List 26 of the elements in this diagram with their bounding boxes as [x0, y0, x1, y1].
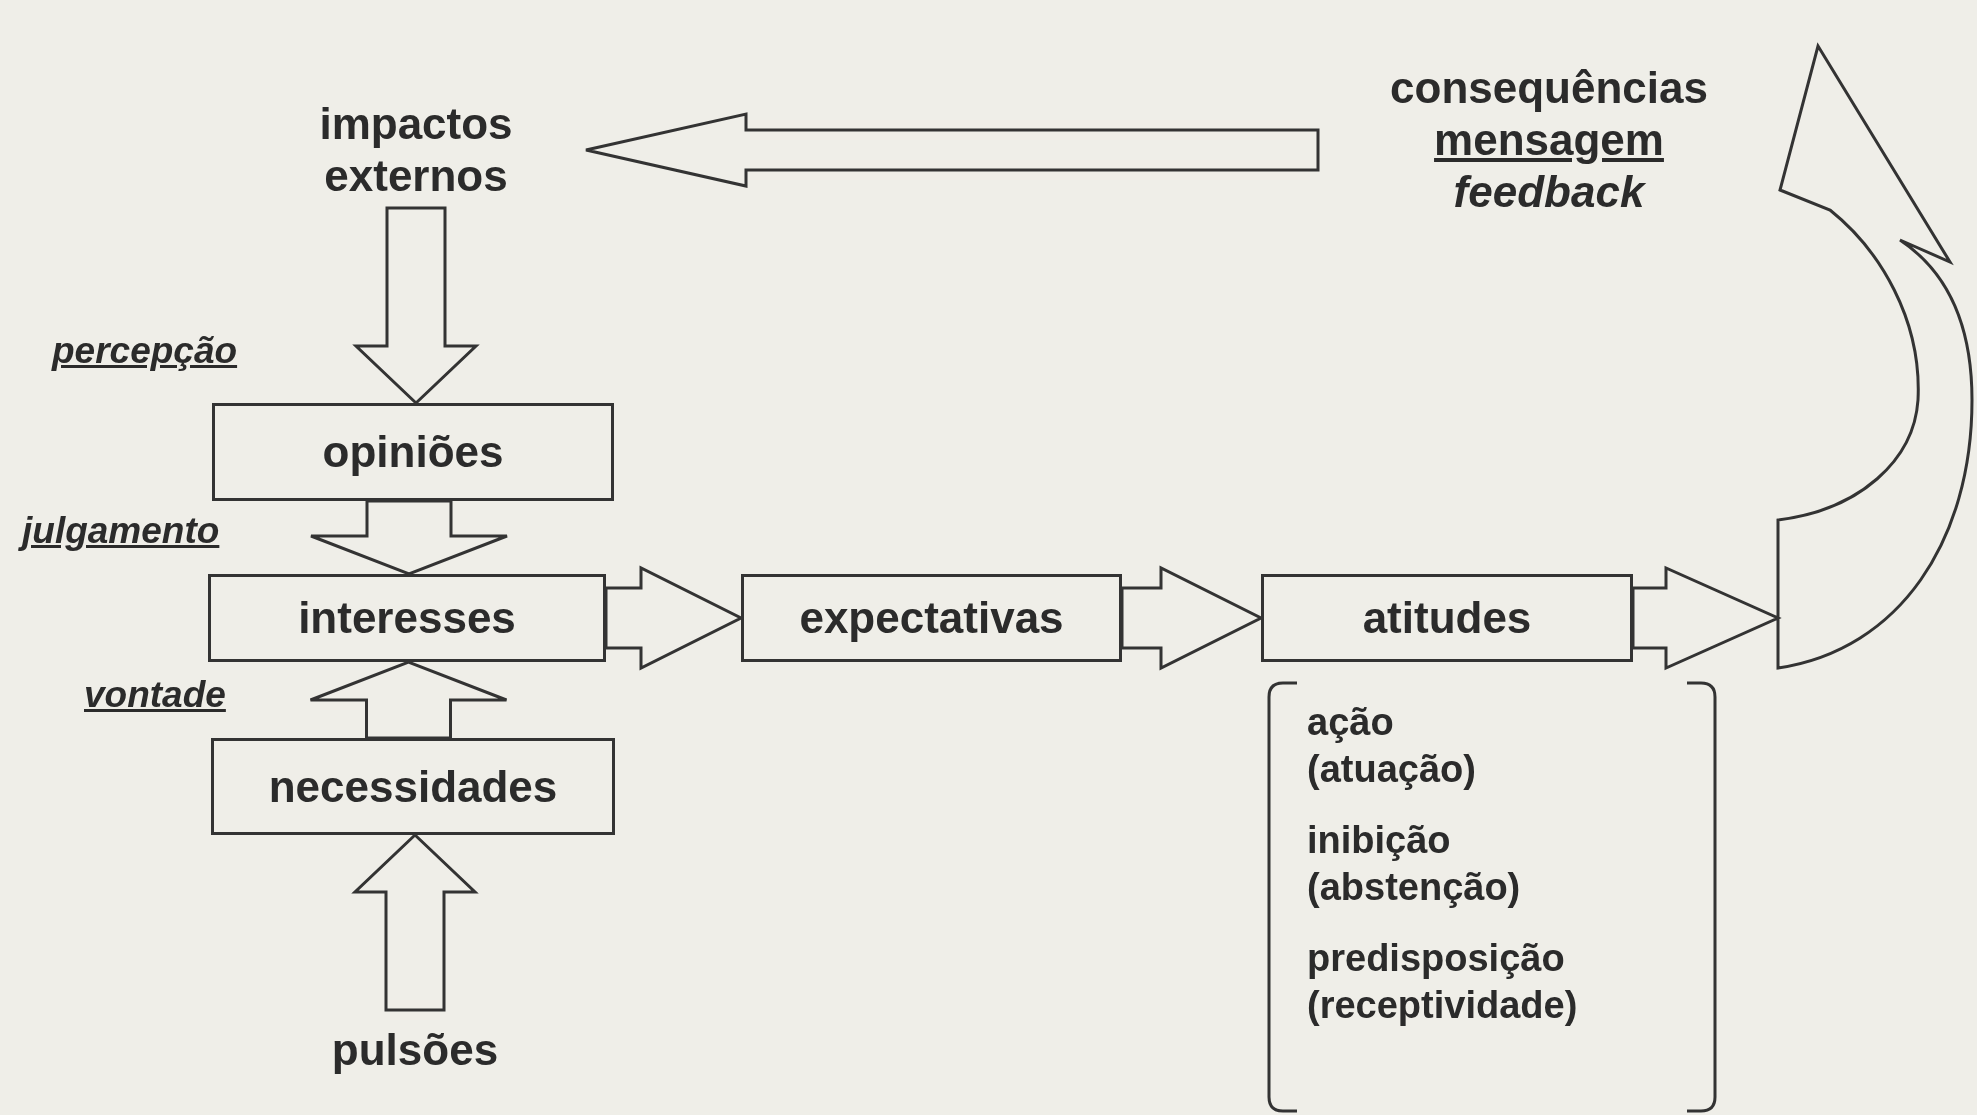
node-label: atitudes — [1362, 592, 1532, 644]
process-box — [211, 738, 615, 835]
node-label: necessidades — [268, 760, 558, 813]
list-item: predisposição (receptividade) — [1307, 936, 1578, 1028]
annotation-label: percepção — [52, 330, 238, 372]
node-label: mensagem — [1434, 114, 1664, 166]
block-arrow — [584, 112, 1320, 188]
process-box — [208, 574, 606, 662]
block-arrow — [309, 499, 509, 576]
block-arrow — [352, 206, 480, 406]
block-arrow — [309, 660, 508, 740]
node-label: interesses — [298, 592, 516, 644]
node-label: opiniões — [322, 426, 504, 478]
process-box — [741, 574, 1122, 662]
block-arrow — [1631, 44, 1974, 670]
process-box — [212, 403, 614, 501]
node-label: impactos externos — [319, 98, 513, 202]
node-label: pulsões — [331, 1024, 499, 1076]
annotation-label: vontade — [84, 674, 226, 716]
node-label: feedback — [1453, 166, 1645, 218]
list-item: inibição (abstenção) — [1307, 818, 1521, 910]
process-box — [1261, 574, 1633, 662]
node-label: consequências — [1390, 62, 1708, 114]
block-arrow — [351, 832, 479, 1012]
list-item: ação (atuação) — [1307, 700, 1476, 792]
node-label: expectativas — [799, 592, 1064, 644]
